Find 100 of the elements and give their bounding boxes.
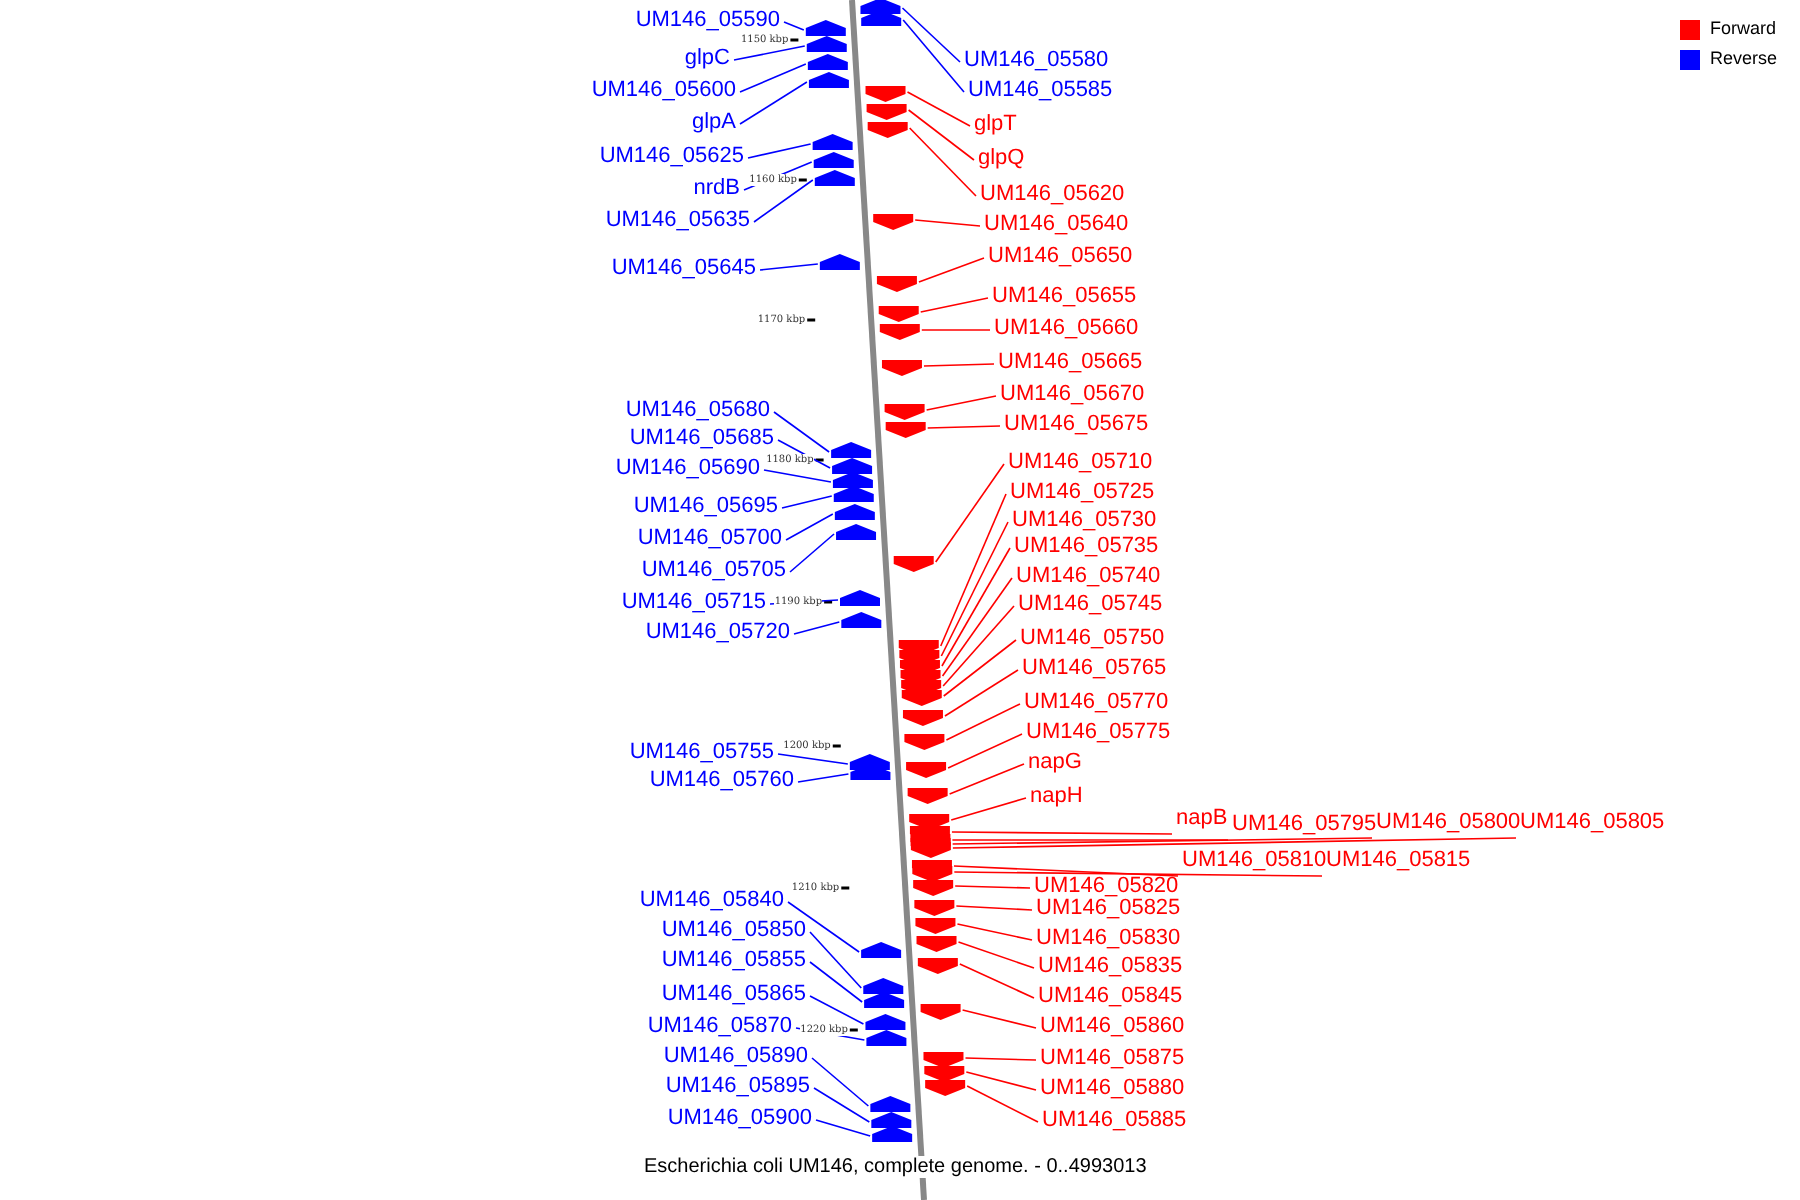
gene-label: UM146_05660 xyxy=(994,316,1139,340)
gene-label: UM146_05820 xyxy=(1034,874,1179,898)
gene-feature xyxy=(860,0,901,14)
gene-label: UM146_05585 xyxy=(968,78,1113,102)
gene-feature xyxy=(831,442,872,458)
gene-feature xyxy=(866,1030,907,1046)
gene-label: UM146_05700 xyxy=(637,526,782,550)
leader-line xyxy=(964,1057,1037,1061)
leader-line xyxy=(957,941,1035,969)
leader-line xyxy=(942,605,1015,687)
gene-feature xyxy=(866,104,907,120)
leader-line xyxy=(945,703,1021,741)
gene-feature xyxy=(917,958,958,974)
gene-label: UM146_05840 xyxy=(639,888,784,912)
gene-label: UM146_05880 xyxy=(1040,1076,1185,1100)
gene-feature xyxy=(915,918,956,934)
leader-line xyxy=(815,1119,871,1137)
leader-line xyxy=(921,329,991,331)
gene-feature xyxy=(808,72,849,88)
gene-feature xyxy=(805,20,846,36)
leader-line xyxy=(966,1085,1039,1123)
gene-label: UM146_05645 xyxy=(611,256,756,280)
leader-line xyxy=(918,257,985,283)
gene-feature xyxy=(867,122,908,138)
gene-feature xyxy=(881,360,922,376)
leader-line xyxy=(965,1071,1037,1091)
gene-feature xyxy=(916,936,957,952)
leader-line xyxy=(951,837,1373,845)
gene-label: UM146_05675 xyxy=(1004,412,1149,436)
leader-line xyxy=(944,669,1019,717)
leader-line xyxy=(783,21,805,31)
gene-feature xyxy=(832,472,873,488)
gene-feature xyxy=(924,1066,965,1082)
gene-feature xyxy=(834,504,875,520)
gene-feature xyxy=(833,486,874,502)
gene-label: napB xyxy=(1176,806,1228,830)
leader-line xyxy=(941,547,1011,667)
legend-label: Reverse xyxy=(1710,48,1778,68)
gene-label: napH xyxy=(1030,784,1083,808)
gene-label: UM146_05825 xyxy=(1036,896,1181,920)
leader-line xyxy=(954,885,1031,889)
gene-label: UM146_05755 xyxy=(629,740,774,764)
leader-line xyxy=(797,773,850,783)
gene-label: UM146_05685 xyxy=(629,426,774,450)
gene-feature xyxy=(925,1080,966,1096)
gene-label: UM146_05650 xyxy=(988,244,1133,268)
leader-line xyxy=(809,995,865,1025)
leader-line xyxy=(950,797,1027,821)
leader-line xyxy=(919,297,989,313)
gene-label: UM146_05590 xyxy=(635,8,780,32)
gene-feature xyxy=(840,590,880,606)
gene-feature xyxy=(913,880,954,896)
gene-label: UM146_05730 xyxy=(1012,508,1157,532)
leader-line xyxy=(739,63,807,93)
gene-label: UM146_05855 xyxy=(661,948,806,972)
gene-feature xyxy=(861,942,902,958)
leader-line xyxy=(906,91,971,127)
gene-feature xyxy=(863,978,904,994)
gene-label: UM146_05745 xyxy=(1018,592,1163,616)
leader-line xyxy=(785,513,834,541)
leader-line xyxy=(908,127,977,197)
leader-line xyxy=(923,363,995,367)
gene-feature xyxy=(836,524,877,540)
gene-feature xyxy=(871,1112,912,1128)
gene-label: glpQ xyxy=(978,146,1025,170)
gene-feature xyxy=(832,458,873,474)
leader-line xyxy=(955,905,1033,911)
gene-label: UM146_05760 xyxy=(649,768,794,792)
gene-label: UM146_05680 xyxy=(625,398,770,422)
leader-line xyxy=(925,395,997,411)
gene-label: UM146_05845 xyxy=(1038,984,1183,1008)
leader-line xyxy=(947,733,1023,769)
gene-label: UM146_05600 xyxy=(591,78,736,102)
gene-feature xyxy=(861,10,902,26)
leader-line xyxy=(733,45,806,61)
gene-feature xyxy=(920,1004,961,1020)
leader-line xyxy=(953,871,1323,877)
gene-feature xyxy=(812,134,853,150)
gene-label: glpC xyxy=(684,46,730,70)
leader-line xyxy=(773,411,830,453)
gene-label: UM146_05870 xyxy=(647,1014,792,1038)
legend-label: Forward xyxy=(1710,18,1777,38)
leader-line xyxy=(809,931,863,989)
gene-feature xyxy=(807,54,848,70)
leader-line xyxy=(961,1009,1037,1029)
gene-label: nrdB xyxy=(693,176,740,200)
leader-line xyxy=(789,533,835,573)
gene-label: glpA xyxy=(691,110,736,134)
gene-label: UM146_05815 xyxy=(1326,848,1471,872)
gene-feature xyxy=(865,86,906,102)
gene-label: UM146_05740 xyxy=(1016,564,1161,588)
gene-label: UM146_05775 xyxy=(1026,720,1171,744)
gene-label: UM146_05720 xyxy=(645,620,790,644)
leader-line xyxy=(914,219,981,227)
gene-label: napG xyxy=(1028,750,1082,774)
leader-line xyxy=(926,425,1001,429)
leader-line xyxy=(901,7,961,63)
gene-label: UM146_05665 xyxy=(998,350,1143,374)
gene-feature xyxy=(850,764,891,780)
gene-feature xyxy=(912,866,953,882)
